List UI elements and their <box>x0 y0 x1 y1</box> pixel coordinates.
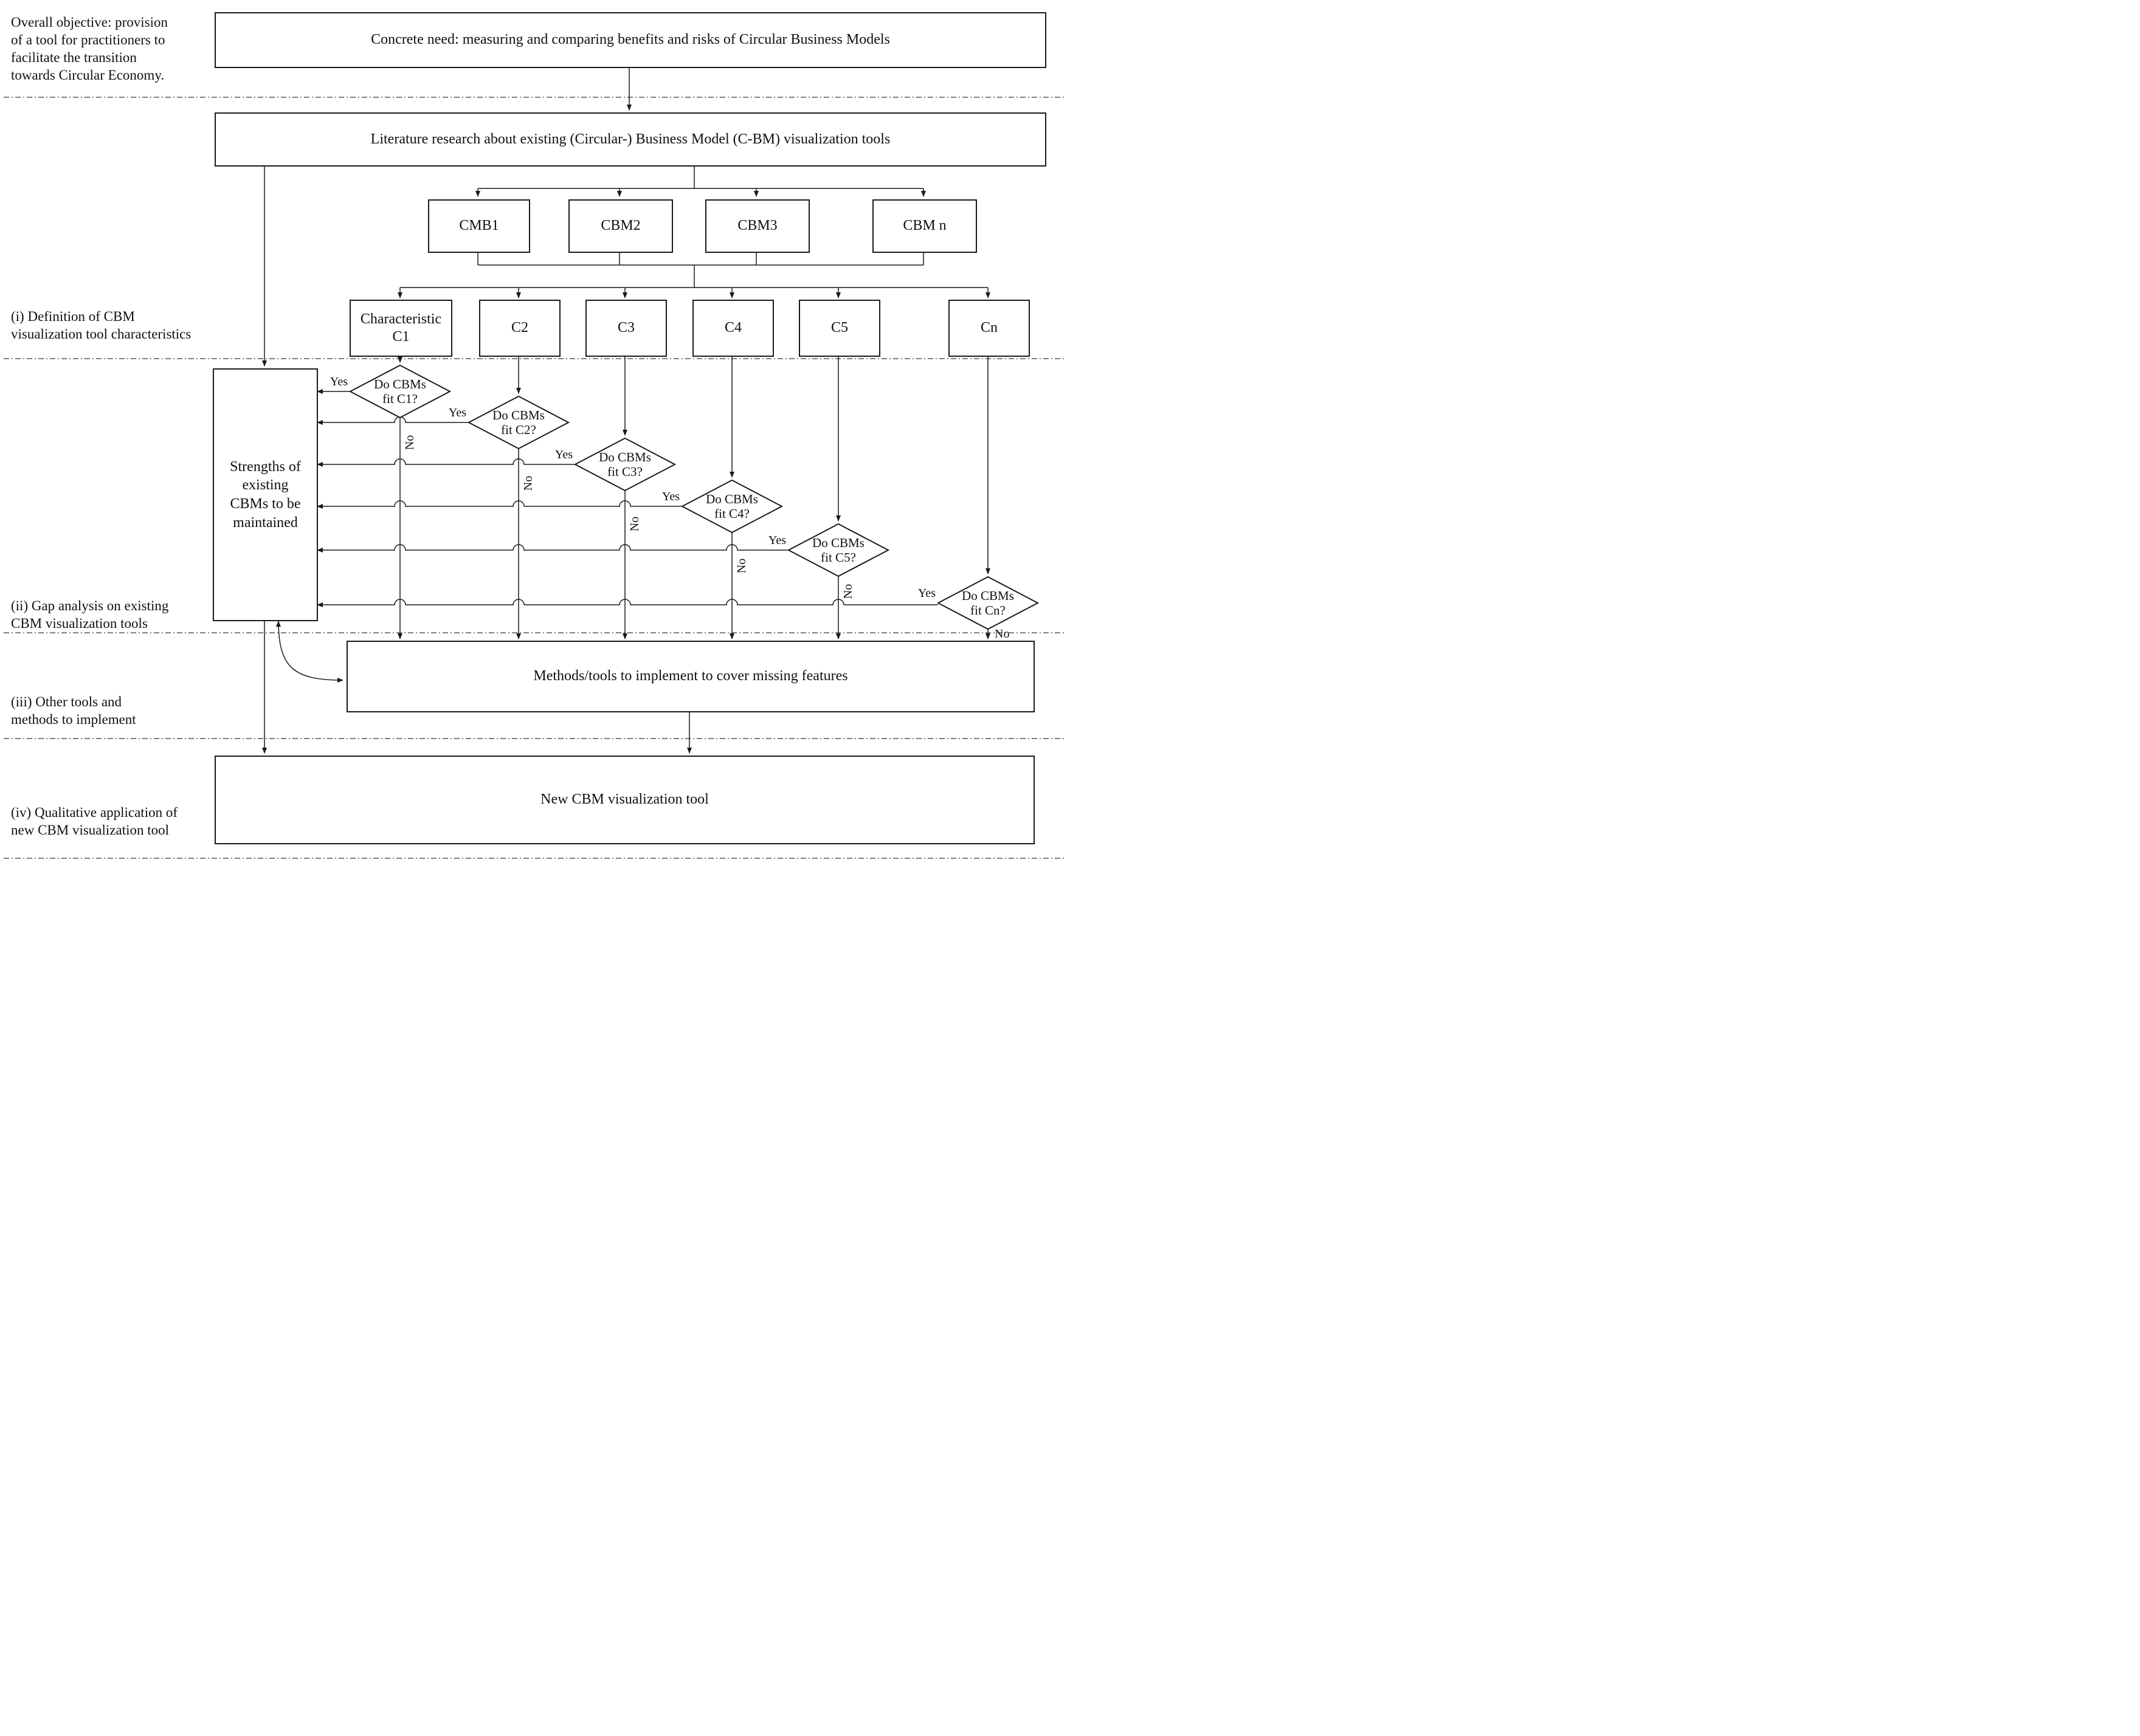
yes-label-5: Yes <box>768 534 786 547</box>
yes-label-2: Yes <box>448 406 466 419</box>
decision-diamond-5 <box>787 523 890 577</box>
node-cbm-3: CBM3 <box>705 199 810 253</box>
section-label-iii: (iii) Other tools and methods to impleme… <box>11 694 136 727</box>
section-label-iv: (iv) Qualitative application of new CBM … <box>11 805 178 838</box>
decision-diamond-4 <box>680 479 784 534</box>
section-separators <box>4 97 1066 859</box>
node-characteristic-n: Cn <box>948 300 1030 357</box>
decision-label-3: Do CBMs fit C3? <box>599 450 651 480</box>
decision-diamond-1 <box>348 364 452 419</box>
decision-label-2: Do CBMs fit C2? <box>492 408 545 438</box>
no-label-2: No <box>522 475 535 491</box>
decision-diamond-6 <box>936 576 1040 630</box>
yes-label-3: Yes <box>554 448 573 461</box>
decision-diamond-3 <box>573 437 677 492</box>
node-characteristic-2: C2 <box>479 300 561 357</box>
no-label-5: No <box>841 584 855 599</box>
node-methods: Methods/tools to implement to cover miss… <box>347 641 1035 712</box>
node-characteristic-5: C5 <box>799 300 880 357</box>
no-label-4: No <box>735 558 748 574</box>
no-label-6: No <box>995 627 1010 641</box>
node-characteristic-3: C3 <box>585 300 667 357</box>
decision-label-6: Do CBMs fit Cn? <box>962 588 1014 618</box>
yes-label-6: Yes <box>917 587 936 600</box>
node-cbm-1: CMB1 <box>428 199 530 253</box>
flowchart-canvas: Overall objective: provision of a tool f… <box>0 0 1070 868</box>
node-new-tool: New CBM visualization tool <box>215 756 1035 844</box>
line-yes-3 <box>317 458 575 467</box>
no-label-1: No <box>403 435 416 450</box>
line-yes-5 <box>317 544 789 553</box>
node-literature-research: Literature research about existing (Circ… <box>215 112 1046 167</box>
node-characteristic-1: Characteristic C1 <box>350 300 452 357</box>
section-label-ii: (ii) Gap analysis on existing CBM visual… <box>11 598 169 631</box>
decision-label-4: Do CBMs fit C4? <box>706 492 758 522</box>
node-concrete-need: Concrete need: measuring and comparing b… <box>215 12 1046 68</box>
section-label-i: (i) Definition of CBM visualization tool… <box>11 309 192 342</box>
node-strengths: Strengths of existing CBMs to be maintai… <box>213 368 318 621</box>
section-label-overall: Overall objective: provision of a tool f… <box>11 15 168 83</box>
decision-diamonds <box>348 364 1040 630</box>
decision-label-1: Do CBMs fit C1? <box>374 377 426 407</box>
decision-diamond-2 <box>467 395 570 450</box>
yes-label-4: Yes <box>661 490 680 503</box>
decision-label-5: Do CBMs fit C5? <box>812 536 865 565</box>
flow-connectors <box>4 66 1066 859</box>
yes-label-1: Yes <box>330 375 348 388</box>
no-label-3: No <box>628 516 641 532</box>
curve-strengths-methods <box>276 621 343 683</box>
node-cbm-n: CBM n <box>872 199 977 253</box>
node-characteristic-4: C4 <box>692 300 774 357</box>
line-yes-6 <box>317 599 938 607</box>
line-yes-4 <box>317 500 682 509</box>
node-cbm-2: CBM2 <box>568 199 673 253</box>
